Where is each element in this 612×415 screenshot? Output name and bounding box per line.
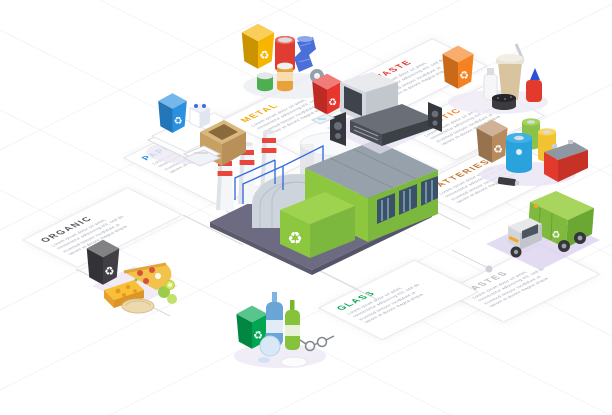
ewaste-bin-icon <box>312 73 342 115</box>
white-bottle <box>483 68 498 101</box>
stereo-system <box>330 102 442 146</box>
metal-bin-icon <box>241 23 275 69</box>
black-jar <box>492 94 516 110</box>
paper-bin-icon <box>158 93 187 133</box>
truck-cab <box>508 218 542 250</box>
factory-annex: ♻ <box>280 192 355 258</box>
blue-battery <box>506 133 532 173</box>
plastic-items-illustration <box>442 43 548 114</box>
glass-items-illustration <box>234 292 335 368</box>
factory-pipes <box>234 144 324 204</box>
coffee-cup <box>496 43 525 100</box>
glue-bottle <box>526 68 542 102</box>
truck-recycle-icon: ♻ <box>552 230 561 241</box>
truck-wheels <box>510 232 586 258</box>
newspaper-stack <box>182 145 222 167</box>
orange-can <box>277 62 293 92</box>
organic-bin-icon <box>86 239 120 285</box>
pizza-slice <box>123 262 172 290</box>
paper-items-illustration <box>146 93 246 167</box>
green-bottle <box>285 300 300 350</box>
vegetables <box>158 280 177 304</box>
ewaste-items-illustration <box>310 72 442 154</box>
glass-shard <box>258 357 270 363</box>
crushed-blue-can <box>294 36 316 72</box>
glass-bowl <box>259 335 281 357</box>
truck-cargo-box: ♻ <box>528 191 594 248</box>
recycling-factory-illustration: ♻ <box>210 130 438 275</box>
cheese-wedge <box>104 280 144 308</box>
junction-dot <box>485 265 493 273</box>
milk-cartons <box>189 103 210 129</box>
garbage-truck-illustration: ♻ <box>486 191 600 270</box>
car-battery <box>544 140 588 182</box>
plastic-bin-icon <box>442 45 474 89</box>
green-can <box>257 72 273 92</box>
small-battery <box>497 177 520 186</box>
organic-items-illustration <box>86 239 178 314</box>
pita-bread <box>121 298 155 314</box>
recycle-symbol-icon: ♻ <box>287 229 302 248</box>
batteries-items-illustration <box>476 118 588 186</box>
calculator <box>310 113 336 125</box>
eyeglasses-icon <box>299 335 335 352</box>
red-can <box>275 36 295 72</box>
glass-plate <box>280 356 308 368</box>
batteries-bin-icon <box>476 119 508 163</box>
blue-bottle <box>266 292 283 346</box>
